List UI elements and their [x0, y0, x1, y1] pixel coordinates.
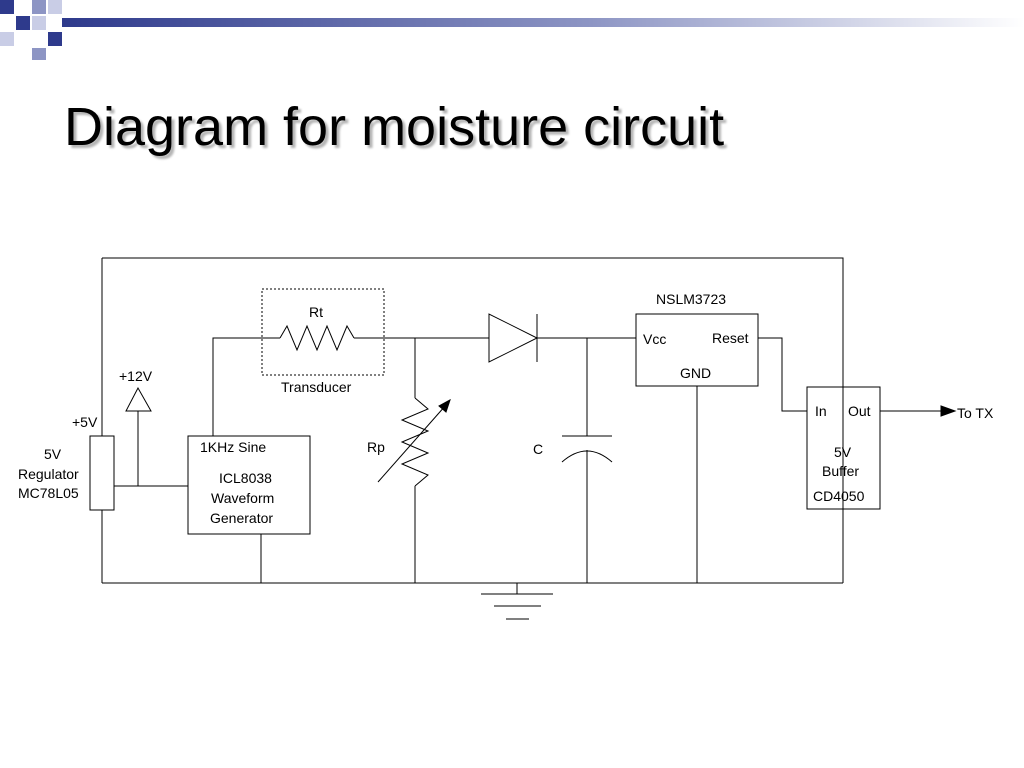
- label-vcc: Vcc: [643, 331, 666, 347]
- transducer-box: [261, 288, 385, 376]
- slide-title: Diagram for moisture circuit: [64, 97, 725, 157]
- label-generator-2: ICL8038: [219, 470, 272, 486]
- header-square: [32, 0, 46, 14]
- resistor-rt-symbol: [279, 324, 355, 352]
- label-c: C: [533, 441, 543, 457]
- label-generator-4: Generator: [210, 510, 273, 526]
- resistor-rp-symbol: [400, 397, 430, 487]
- header-gradient-line: [62, 18, 1024, 27]
- waveform-generator-block: [187, 435, 311, 535]
- header-square: [48, 0, 62, 14]
- regulator-block: [89, 435, 115, 511]
- label-rt: Rt: [309, 304, 323, 320]
- label-gnd: GND: [680, 365, 711, 381]
- wire-generator-up: [212, 337, 280, 436]
- rp-arrow-line: [377, 404, 447, 483]
- header-square: [32, 48, 46, 60]
- header-square: [0, 0, 14, 14]
- label-regulator-2: Regulator: [18, 466, 79, 482]
- header-square: [32, 16, 46, 30]
- label-buffer-out: Out: [848, 403, 871, 419]
- label-5v: +5V: [72, 414, 98, 430]
- header-square: [48, 32, 62, 46]
- label-reset: Reset: [712, 330, 749, 346]
- label-regulator-1: 5V: [44, 446, 62, 462]
- to-tx-arrow-icon: [940, 405, 957, 417]
- header-decoration: [0, 0, 1024, 60]
- rp-arrow-head: [438, 398, 451, 413]
- header-square: [0, 32, 14, 46]
- capacitor-curve: [561, 450, 613, 463]
- label-to-tx: To TX: [957, 405, 994, 421]
- label-generator-1: 1KHz Sine: [200, 439, 266, 455]
- ground-symbol: [481, 583, 553, 620]
- label-rp: Rp: [367, 439, 385, 455]
- label-12v: +12V: [119, 368, 153, 384]
- label-buffer-3: CD4050: [813, 488, 865, 504]
- buffer-block: [806, 386, 881, 510]
- header-square: [16, 16, 30, 30]
- diode-symbol: [488, 313, 539, 363]
- supply-12v-symbol: [125, 386, 152, 412]
- label-generator-3: Waveform: [211, 490, 274, 506]
- label-transducer: Transducer: [281, 379, 352, 395]
- label-buffer-2: Buffer: [822, 463, 859, 479]
- label-regulator-3: MC78L05: [18, 485, 79, 501]
- label-nslm: NSLM3723: [656, 291, 726, 307]
- label-buffer-1: 5V: [834, 444, 852, 460]
- wire-top-rail: [102, 257, 844, 583]
- wire-reset: [758, 337, 807, 412]
- label-buffer-in: In: [815, 403, 827, 419]
